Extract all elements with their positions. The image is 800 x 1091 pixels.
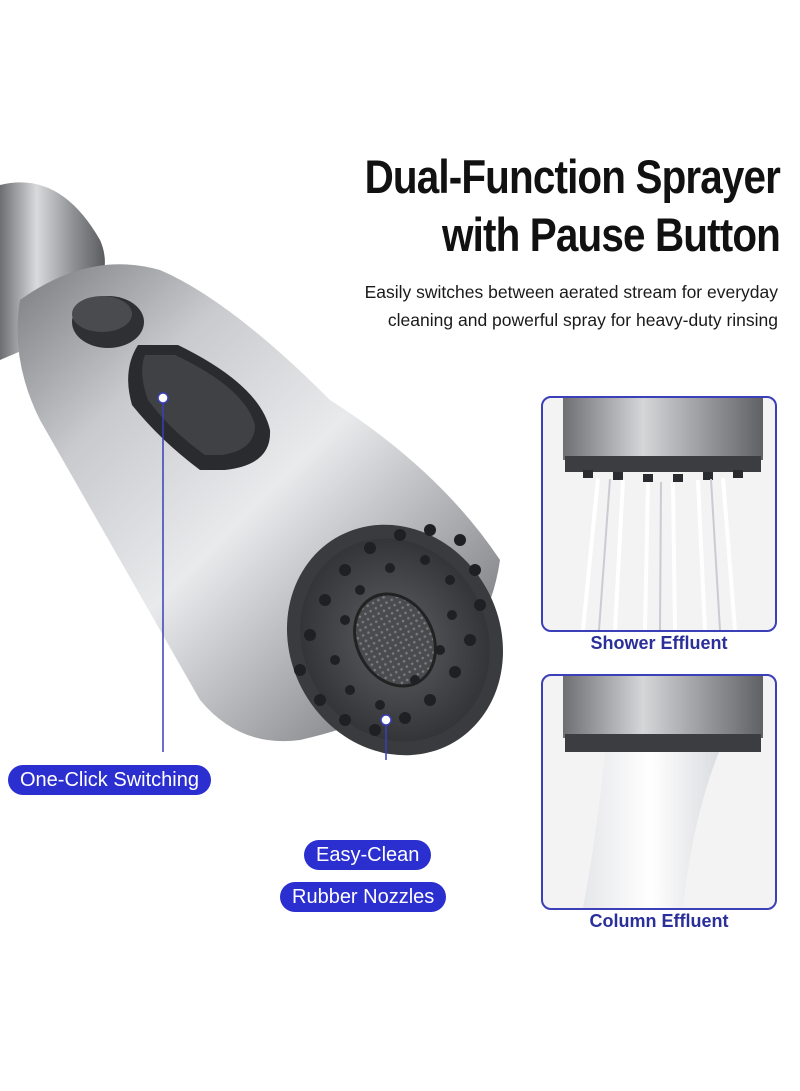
subtitle-line-1: Easily switches between aerated stream f…: [364, 282, 778, 302]
column-stream-image: [563, 676, 763, 908]
shower-mode-panel: [541, 396, 777, 632]
column-mode-label: Column Effluent: [589, 911, 729, 931]
headline-line-2: with Pause Button: [442, 208, 781, 261]
one-click-switching-callout: One-Click Switching: [8, 765, 211, 795]
sprayer-illustration: [0, 182, 503, 760]
easy-clean-callout: Easy-Clean: [304, 840, 432, 870]
column-mode-panel: [541, 674, 777, 910]
shower-spray-image: [563, 398, 763, 630]
subtitle: Easily switches between aerated stream f…: [258, 278, 778, 334]
subtitle-line-2: cleaning and powerful spray for heavy-du…: [387, 310, 778, 330]
headline: Dual-Function Sprayer with Pause Button: [333, 148, 781, 264]
rubber-nozzles-callout: Rubber Nozzles: [280, 882, 447, 912]
headline-line-1: Dual-Function Sprayer: [364, 150, 781, 203]
shower-mode-label: Shower Effluent: [590, 633, 728, 653]
